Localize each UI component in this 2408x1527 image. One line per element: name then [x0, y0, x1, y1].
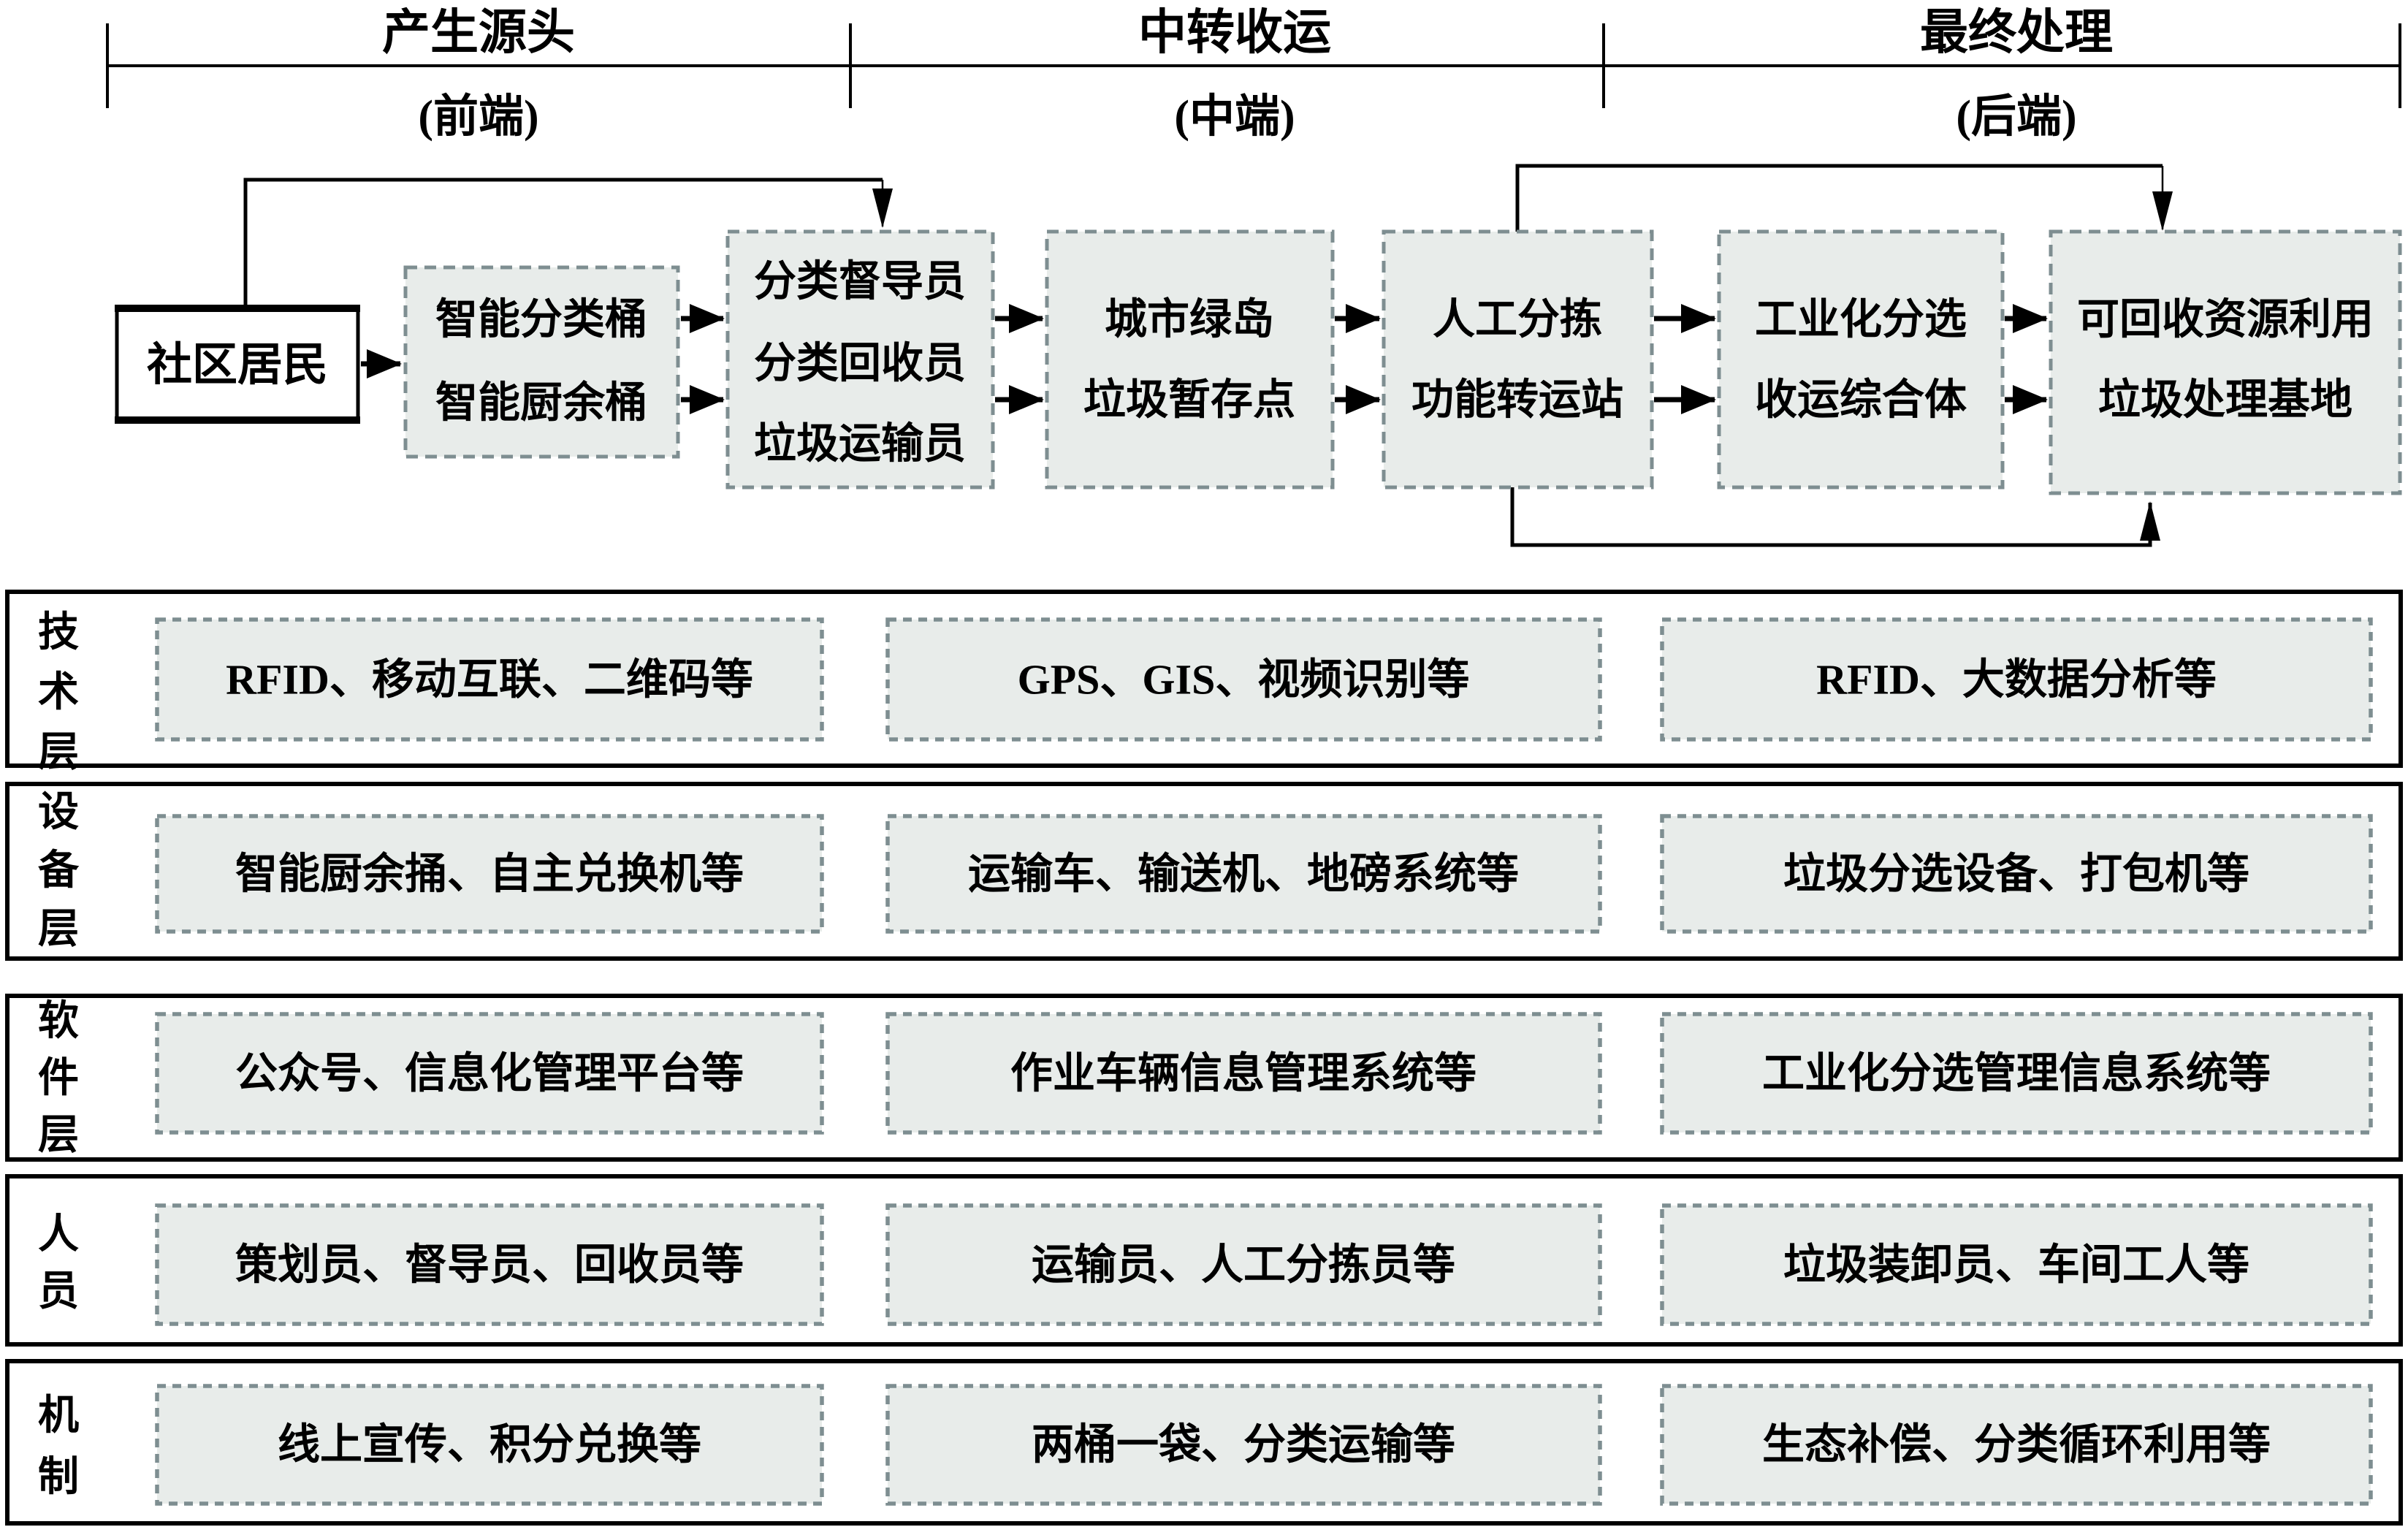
flow-box-industrial-sorting-complex: 工业化分选 收运综合体 — [1717, 229, 2005, 490]
manual-sorting-station-box — [1382, 229, 1654, 490]
sorting-staff-line-2: 分类回收员 — [754, 340, 966, 387]
flow-box-community-residents: 社区居民 — [115, 305, 360, 424]
flow-connectors — [243, 164, 2173, 547]
smart-bins-line-1: 智能分类桶 — [435, 296, 647, 343]
software-layer-label: 软件层 — [38, 999, 79, 1158]
industrial-sorting-complex-line-1: 工业化分选 — [1755, 296, 1967, 343]
software-front-box — [155, 1012, 824, 1135]
phase-title-end: 最终处理 — [1920, 7, 2113, 60]
mechanism-front-text: 线上宣传、积分兑换等 — [278, 1421, 701, 1469]
sorting-staff-line-3: 垃圾运输员 — [754, 420, 966, 468]
software-end-text: 工业化分选管理信息系统等 — [1762, 1050, 2271, 1097]
flow-box-recycling-treatment-base: 可回收资源利用 垃圾处理基地 — [2049, 229, 2402, 495]
recycling-treatment-base-box — [2049, 229, 2402, 495]
community-residents-label: 社区居民 — [147, 340, 328, 390]
sorting-staff-line-1: 分类督导员 — [754, 258, 966, 305]
mechanism-end-box — [1660, 1384, 2373, 1506]
personnel-end-box — [1660, 1203, 2373, 1326]
mechanism-front-box — [155, 1384, 824, 1506]
software-end-box — [1660, 1012, 2373, 1135]
software-middle-box — [885, 1012, 1602, 1135]
bypass-line-station-to-base-bottom — [1510, 487, 2160, 547]
technology-front-text: RFID、移动互联、二维码等 — [226, 656, 753, 704]
city-green-island-line-2: 垃圾暂存点 — [1083, 376, 1295, 424]
personnel-middle-text: 运输员、人工分拣员等 — [1032, 1241, 1455, 1289]
equipment-end-text: 垃圾分选设备、打包机等 — [1783, 850, 2249, 898]
flow-box-manual-sorting-station: 人工分拣 功能转运站 — [1382, 229, 1654, 490]
smart-bins-line-2: 智能厨余桶 — [435, 379, 647, 427]
layer-row-technology: 技术层 RFID、移动互联、二维码等 GPS、GIS、视频识别等 RFID、大数… — [5, 590, 2403, 775]
technology-middle-text: GPS、GIS、视频识别等 — [1018, 656, 1470, 704]
city-green-island-line-1: 城市绿岛 — [1105, 296, 1274, 343]
mechanism-middle-text: 两桶一袋、分类运输等 — [1032, 1421, 1455, 1469]
bypass-line-station-to-base-top — [1515, 164, 2163, 232]
recycling-treatment-base-line-2: 垃圾处理基地 — [2098, 376, 2352, 424]
software-front-text: 公众号、信息化管理平台等 — [235, 1050, 744, 1097]
mechanism-layer-label: 机制 — [38, 1393, 79, 1500]
layer-row-personnel: 人员 策划员、督导员、回收员等 运输员、人工分拣员等 垃圾装卸员、车间工人等 — [5, 1174, 2403, 1347]
bypass-line-residents-to-supervisors — [243, 178, 883, 307]
technology-end-box — [1660, 617, 2373, 742]
phase-subtitle-middle: (中端) — [1174, 92, 1295, 142]
equipment-front-text: 智能厨余捅、自主兑换机等 — [235, 850, 744, 898]
personnel-middle-box — [885, 1203, 1602, 1326]
city-green-island-box — [1045, 229, 1335, 490]
software-middle-text: 作业车辆信息管理系统等 — [1010, 1050, 1477, 1097]
phase-subtitle-end: (后端) — [1956, 92, 2076, 142]
recycling-treatment-base-line-1: 可回收资源利用 — [2077, 296, 2374, 343]
equipment-middle-box — [885, 814, 1602, 934]
flow-box-smart-bins: 智能分类桶 智能厨余桶 — [403, 265, 680, 459]
phase-title-middle: 中转收运 — [1138, 7, 1331, 60]
equipment-middle-text: 运输车、输送机、地磅系统等 — [968, 850, 1519, 898]
personnel-front-text: 策划员、督导员、回收员等 — [235, 1241, 744, 1289]
layer-row-mechanism: 机制 线上宣传、积分兑换等 两桶一袋、分类运输等 生态补偿、分类循环利用等 — [5, 1359, 2403, 1526]
personnel-front-box — [155, 1203, 824, 1326]
phase-title-front: 产生源头 — [382, 7, 575, 60]
equipment-end-box — [1660, 814, 2373, 934]
mechanism-middle-box — [885, 1384, 1602, 1506]
technology-middle-box — [885, 617, 1602, 742]
layer-row-software: 软件层 公众号、信息化管理平台等 作业车辆信息管理系统等 工业化分选管理信息系统… — [5, 994, 2403, 1162]
smart-bins-box — [403, 265, 680, 459]
flow-arrows — [361, 304, 2048, 414]
personnel-layer-label: 人员 — [38, 1212, 79, 1314]
flow-box-sorting-staff: 分类督导员 分类回收员 垃圾运输员 — [725, 229, 995, 490]
equipment-front-box — [155, 814, 824, 934]
industrial-sorting-complex-line-2: 收运综合体 — [1755, 376, 1967, 424]
manual-sorting-station-line-1: 人工分拣 — [1433, 296, 1602, 343]
technology-layer-label: 技术层 — [38, 610, 79, 775]
industrial-sorting-complex-box — [1717, 229, 2005, 490]
flow-box-city-green-island: 城市绿岛 垃圾暂存点 — [1045, 229, 1335, 490]
phase-bracket: 产生源头 (前端) 中转收运 (中端) 最终处理 (后端) — [106, 7, 2401, 142]
layer-row-equipment: 设备层 智能厨余捅、自主兑换机等 运输车、输送机、地磅系统等 垃圾分选设备、打包… — [5, 782, 2403, 961]
personnel-end-text: 垃圾装卸员、车间工人等 — [1783, 1241, 2249, 1289]
manual-sorting-station-line-2: 功能转运站 — [1411, 376, 1623, 424]
sorting-staff-box — [725, 229, 995, 490]
phase-subtitle-front: (前端) — [418, 91, 538, 142]
technology-front-box — [155, 617, 824, 742]
mechanism-end-text: 生态补偿、分类循环利用等 — [1762, 1421, 2271, 1469]
technology-end-text: RFID、大数据分析等 — [1816, 656, 2217, 704]
equipment-layer-label: 设备层 — [38, 790, 80, 952]
